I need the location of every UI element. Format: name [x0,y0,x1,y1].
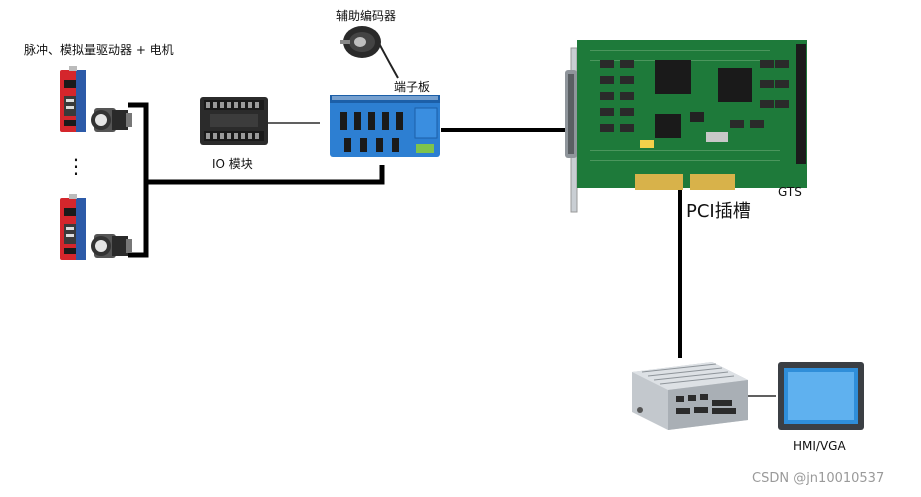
servo-motor [91,234,132,258]
pci-slot-label: PCI插槽 [686,201,751,222]
io-module-label: IO 模块 [212,157,253,171]
industrial-pc [632,362,748,430]
gts-card [565,40,807,213]
servo-motor [91,108,132,132]
connection-lines [128,102,776,397]
servo-drive-motor-top [60,66,132,132]
io-module [200,97,268,145]
encoder-label: 辅助编码器 [336,9,397,23]
ellipsis-label: ⋮ [66,154,86,178]
terminal-board [330,95,440,157]
drive-to-terminal-line [146,165,385,185]
drive-bus-line [128,102,149,258]
encoder [340,26,399,79]
hmi-label: HMI/VGA [793,439,846,453]
terminal-board-label: 端子板 [394,80,431,94]
gts-label: GTS [778,185,802,199]
servo-drive-motor-bottom [60,194,132,260]
hmi-monitor [778,362,864,430]
drives-motors-label: 脉冲、模拟量驱动器 + 电机 [24,43,174,57]
watermark: CSDN @jn10010537 [752,471,885,486]
